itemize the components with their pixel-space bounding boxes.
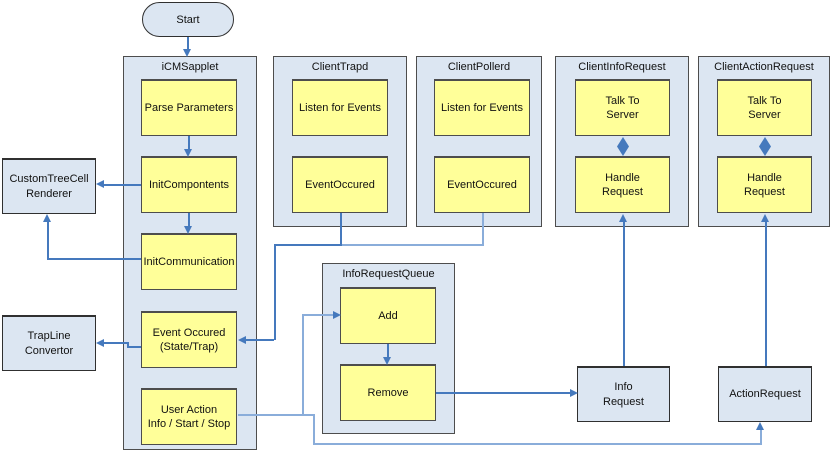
task-user-action: User Action Info / Start / Stop (141, 388, 237, 445)
edge-useraction-to-add (302, 314, 333, 316)
group-icmsapplet-title: iCMSapplet (161, 61, 219, 73)
task-init-compontents: InitCompontents (141, 156, 237, 213)
arrowhead-parse-to-initcompontents (184, 149, 192, 157)
group-client-pollerd-title: ClientPollerd (447, 61, 511, 73)
edge-add-to-remove (387, 344, 389, 358)
arrowhead-useraction-to-add (333, 311, 341, 319)
start-terminator: Start (142, 2, 234, 37)
node-action-request: ActionRequest (718, 366, 812, 422)
task-queue-add: Add (340, 287, 436, 344)
task-event-occured-state-trap: Event Occured (State/Trap) (141, 311, 237, 368)
edge-eventoccured-bus (246, 339, 274, 341)
arrowhead-eventoccured-to-trapline (96, 339, 104, 347)
task-info-handle-request: Handle Request (575, 156, 670, 213)
edge-start-to-icmsapplet (187, 37, 189, 50)
group-client-trapd-title: ClientTrapd (311, 61, 369, 73)
task-parse-parameters: Parse Parameters (141, 79, 237, 136)
group-client-info-request-title: ClientInfoRequest (578, 61, 666, 73)
node-trapline-convertor: TrapLine Convertor (2, 315, 96, 371)
arrowhead-initcompontents-to-initcommunication (184, 226, 192, 234)
arrowhead-initcompontents-to-customtreecell (96, 180, 104, 188)
edge-useraction-to-actionrequest (313, 443, 762, 445)
edge-actionrequest-to-handlerequest (765, 221, 767, 367)
diamond-connector-info (617, 137, 629, 156)
edge-inforequest-to-handlerequest (623, 221, 625, 367)
arrowhead-actionrequest-to-handlerequest (761, 214, 769, 222)
arrowhead-remove-to-inforequest (570, 389, 578, 397)
edge-initcommunication-to-customtreecell (47, 258, 141, 260)
arrowhead-useraction-to-actionrequest (756, 422, 764, 430)
task-action-talk-to-server: Talk To Server (717, 79, 812, 136)
edge-useraction-to-actionrequest (313, 414, 315, 445)
task-init-communication: InitCommunication (141, 233, 237, 290)
arrowhead-bus-to-eventoccured (238, 336, 246, 344)
edge-useraction-to-add (302, 315, 304, 415)
edge-remove-to-inforequest (436, 392, 571, 394)
task-pollerd-listen-for-events: Listen for Events (434, 79, 530, 136)
group-info-request-queue-title: InfoRequestQueue (342, 268, 435, 280)
task-info-talk-to-server: Talk To Server (575, 79, 670, 136)
edge-eventoccured-to-trapline (127, 342, 129, 348)
edge-useraction-to-actionrequest (760, 429, 762, 445)
diamond-connector-action (759, 137, 771, 156)
edge-pollerd-eventoccured-to-eventoccured (482, 213, 484, 246)
task-trapd-listen-for-events: Listen for Events (292, 79, 388, 136)
node-info-request: Info Request (577, 366, 670, 422)
edge-initcompontents-to-customtreecell (104, 184, 141, 186)
task-action-handle-request: Handle Request (717, 156, 812, 213)
arrowhead-initcommunication-to-customtreecell (43, 214, 51, 222)
edge-useraction-out (238, 414, 314, 416)
arrowhead-inforequest-to-handlerequest (619, 214, 627, 222)
edge-parse-to-initcompontents (188, 136, 190, 150)
task-pollerd-event-occured: EventOccured (434, 156, 530, 213)
edge-initcommunication-to-customtreecell (47, 221, 49, 260)
edge-eventoccured-to-trapline (128, 346, 141, 348)
edge-eventoccured-bus (342, 244, 483, 246)
group-client-action-request-title: ClientActionRequest (714, 61, 814, 73)
edge-eventoccured-bus (274, 244, 342, 246)
task-queue-remove: Remove (340, 364, 436, 421)
edge-eventoccured-bus (274, 244, 276, 340)
arrowhead-add-to-remove (383, 357, 391, 365)
node-custom-tree-cell-renderer: CustomTreeCell Renderer (2, 158, 96, 214)
task-trapd-event-occured: EventOccured (292, 156, 388, 213)
arrowhead-start-to-icmsapplet (183, 49, 191, 57)
edge-eventoccured-to-trapline (104, 342, 129, 344)
edge-trapd-eventoccured-to-eventoccured (340, 213, 342, 246)
edge-initcompontents-to-initcommunication (188, 213, 190, 227)
